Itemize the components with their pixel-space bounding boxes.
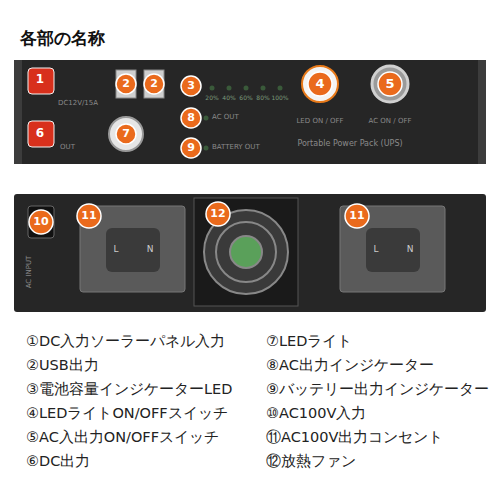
panel-text: 60% — [239, 95, 252, 102]
callout-number: 8 — [187, 112, 195, 124]
part-name: ⑦LEDライト — [266, 334, 352, 350]
panel-text: N — [147, 245, 154, 255]
panel-text: AC INPUT — [26, 256, 34, 289]
capacity-led — [210, 86, 283, 91]
indicator-led — [204, 146, 209, 151]
callout-number: 12 — [210, 208, 225, 220]
part-name: ③電池容量インジケーターLED — [26, 382, 232, 398]
panel-text: L — [373, 245, 378, 255]
ac-button — [372, 66, 408, 102]
panel-text: 100% — [271, 95, 288, 102]
callout-number: 2 — [122, 78, 130, 90]
part-name: ⑫放熱ファン — [266, 454, 356, 470]
led-light — [109, 117, 143, 151]
callout-number: 2 — [150, 78, 158, 90]
panel-text: N — [407, 245, 414, 255]
panel-text: OUT — [60, 144, 75, 152]
panel-text: 20% — [205, 95, 218, 102]
ac-outlet — [340, 206, 445, 292]
panel-text: LED ON / OFF — [296, 118, 343, 126]
panel-text: Portable Power Pack (UPS) — [297, 140, 402, 149]
front-panel — [14, 60, 486, 164]
callout-number: 5 — [385, 77, 394, 91]
dc-output-connector — [28, 121, 54, 147]
callout-number: 3 — [187, 80, 195, 92]
part-name: ①DC入力ソーラーパネル入力 — [26, 334, 225, 350]
socket-face — [366, 228, 420, 272]
panel-text: AC ON / OFF — [369, 118, 412, 126]
dc-input-connector — [28, 68, 54, 94]
panel-text: DC12V/15A — [58, 100, 98, 108]
part-name: ⑨バッテリー出力インジケーター — [266, 382, 489, 398]
panel-text: AC OUT — [212, 114, 239, 122]
indicator-led — [204, 116, 209, 121]
ac-outlet — [80, 206, 185, 292]
part-name: ②USB出力 — [26, 358, 99, 374]
side-vent — [478, 60, 486, 164]
part-name: ⑧AC出力インジケーター — [266, 358, 434, 374]
callout-number: 11 — [81, 210, 96, 222]
fan-grille — [216, 222, 276, 282]
part-name: ⑪AC100V出力コンセント — [266, 430, 443, 446]
part-name: ⑥DC出力 — [26, 454, 90, 470]
socket-face — [106, 228, 160, 272]
part-name: ⑤AC入出力ON/OFFスイッチ — [26, 430, 219, 446]
callout-number: 6 — [36, 127, 44, 140]
callout-number: 9 — [187, 142, 195, 154]
panel-text: 80% — [256, 95, 269, 102]
fan-hub — [230, 236, 262, 268]
part-name: ④LEDライトON/OFFスイッチ — [26, 406, 228, 422]
callout-number: 4 — [315, 77, 324, 91]
side-vent — [14, 60, 22, 164]
callout-circle — [116, 72, 402, 158]
panel-text: 40% — [222, 95, 235, 102]
callout-number: 10 — [33, 216, 48, 228]
usb-port — [144, 70, 164, 98]
usb-port — [116, 70, 136, 98]
fan-frame — [194, 198, 298, 306]
callout-circle — [29, 202, 369, 234]
panel-text: L — [113, 245, 118, 255]
panel-text: BATTERY OUT — [212, 144, 260, 152]
back-panel — [14, 194, 486, 312]
diagram-title: 各部の名称 — [20, 29, 105, 48]
callout-number: 1 — [36, 73, 44, 86]
callout-number: 7 — [122, 128, 130, 140]
part-name: ⑩AC100V入力 — [266, 406, 366, 422]
callout-number: 11 — [349, 210, 364, 222]
led-switch — [302, 66, 338, 102]
ac-inlet — [28, 206, 54, 238]
